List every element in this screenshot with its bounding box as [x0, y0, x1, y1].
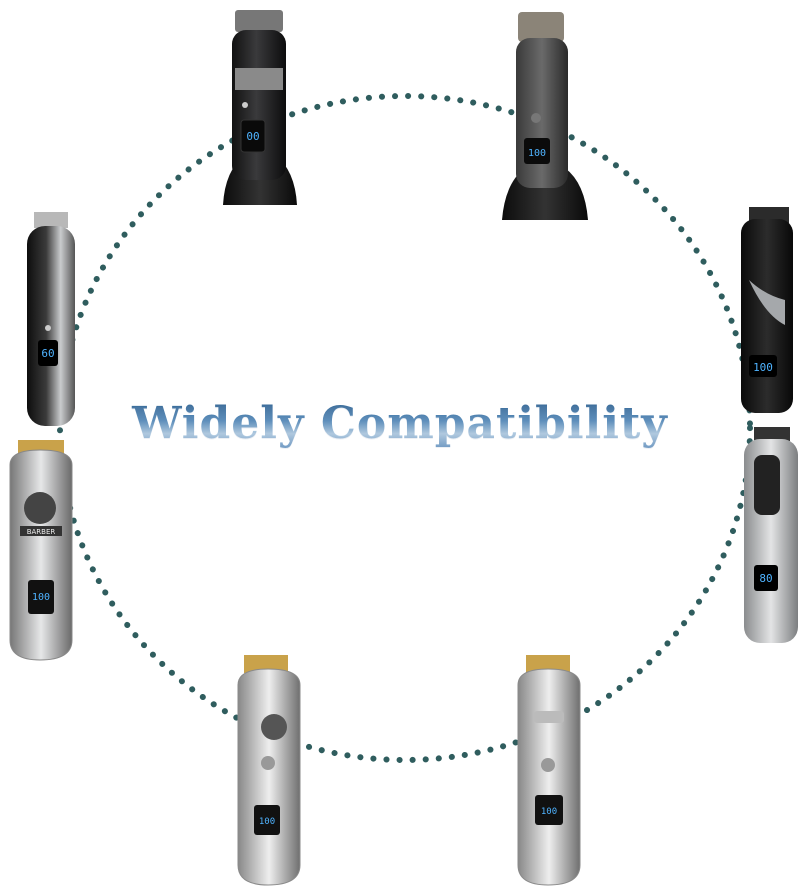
trimmer-display: 100 — [753, 361, 773, 374]
trimmer-black-slim-icon: 60 — [27, 212, 75, 426]
trimmer-display: 80 — [759, 572, 772, 585]
trimmer-display: 100 — [259, 817, 275, 827]
trimmer-display: 60 — [41, 347, 54, 360]
trimmer-gold-skull-icon: 100 — [237, 655, 301, 886]
trimmer-black-wet-icon: 100 — [741, 207, 793, 413]
trimmer-display: 00 — [246, 130, 259, 143]
trimmer-silver-barber-icon: BARBER 100 — [9, 440, 73, 661]
trimmer-display: 100 — [541, 807, 557, 817]
trimmer-display: 100 — [32, 592, 50, 603]
trimmer-badge: BARBER — [27, 528, 56, 536]
trimmer-gold-ornate-icon: 100 — [517, 655, 581, 886]
headline-title: Widely Compatibility — [0, 398, 800, 449]
trimmer-display: 100 — [528, 148, 546, 159]
trimmer-silver-slim-icon: 80 — [744, 427, 798, 643]
trimmer-gray-dock-icon: 100 — [502, 12, 588, 220]
trimmer-black-dock-icon: 00 — [223, 10, 297, 205]
